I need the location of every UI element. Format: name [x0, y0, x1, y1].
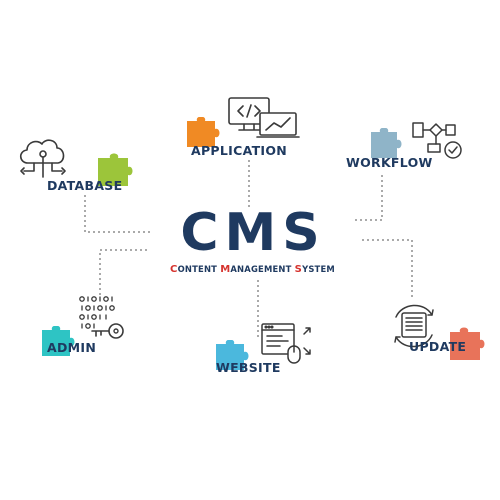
browser-mouse-icon [261, 323, 311, 364]
puzzle-piece-blue-icon [371, 128, 402, 158]
connector-update [362, 239, 413, 300]
application-label: APPLICATION [191, 143, 288, 158]
binary-key-icon [79, 296, 124, 339]
puzzle-piece-orange-icon [187, 117, 220, 147]
connector-database [84, 195, 150, 233]
update-label: UPDATE [409, 339, 467, 354]
puzzle-piece-cyan-icon [216, 340, 249, 370]
connector-workflow [352, 175, 383, 221]
cms-title: CMS [180, 203, 326, 263]
flowchart-check-icon [412, 122, 462, 159]
document-refresh-icon [394, 304, 434, 348]
cloud-network-icon [19, 139, 66, 178]
website-label: WEBSITE [216, 360, 281, 375]
workflow-label: WORKFLOW [346, 155, 433, 170]
puzzle-piece-teal-icon [42, 326, 75, 356]
cms-subtitle: CONTENT MANAGEMENT SYSTEM [170, 264, 335, 275]
admin-label: ADMIN [47, 340, 97, 355]
database-label: DATABASE [47, 178, 123, 193]
code-monitor-icon [228, 97, 300, 138]
connector-admin [99, 249, 150, 295]
puzzle-piece-salmon-icon [450, 327, 485, 360]
puzzle-piece-green-icon [98, 153, 133, 186]
